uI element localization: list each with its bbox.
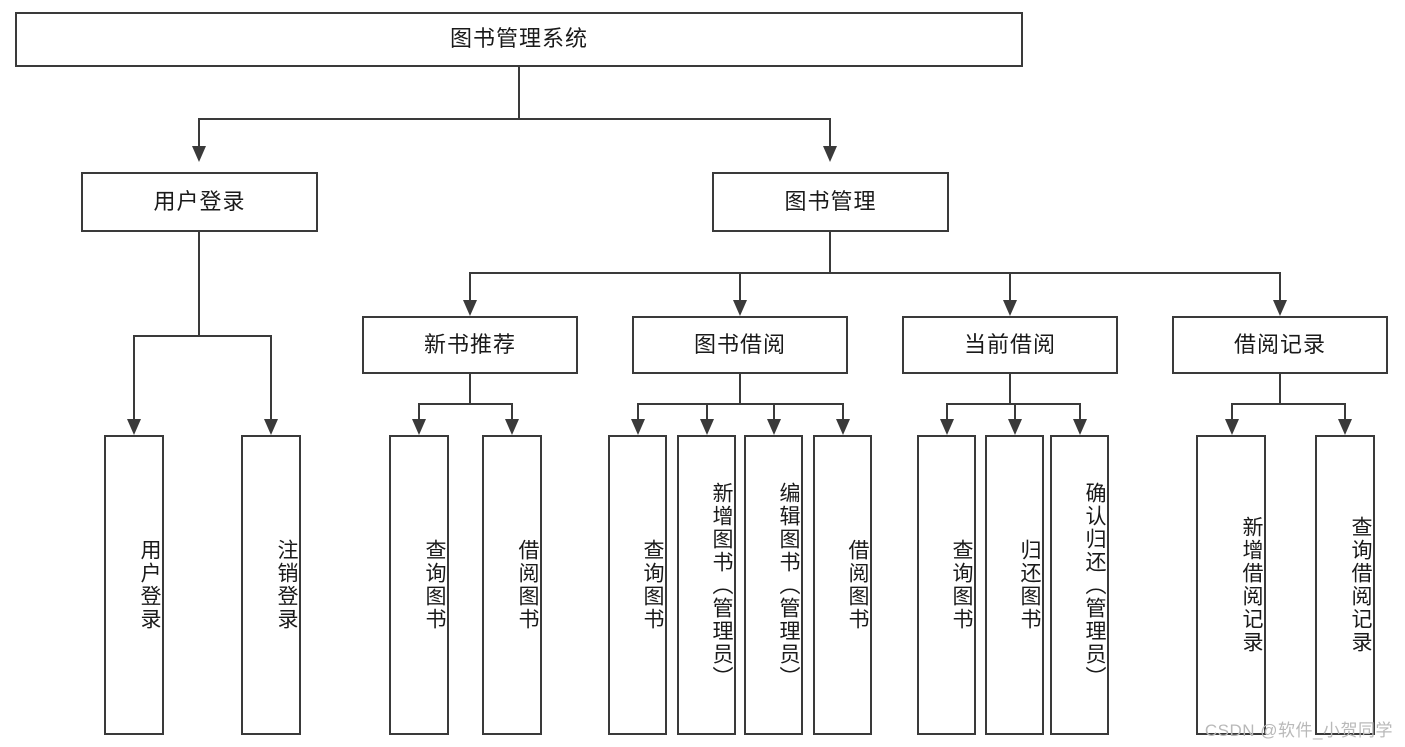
arrow-record-2 xyxy=(1338,419,1352,435)
node-book-borrow[interactable]: 图书借阅 xyxy=(632,316,848,374)
edge-level3-drop-3 xyxy=(1009,272,1011,300)
edge-newbook-bus xyxy=(418,403,512,405)
edge-level2-drop-1 xyxy=(198,118,200,146)
edge-record-stem xyxy=(1279,374,1281,403)
leaf-borrow-query-label: 查询图书 xyxy=(641,539,664,631)
node-user-login-label: 用户登录 xyxy=(153,188,246,214)
leaf-record-add[interactable]: 新增借阅记录 xyxy=(1196,435,1266,735)
leaf-borrow-add[interactable]: 新增图书（管理员） xyxy=(677,435,736,735)
node-book-borrow-label: 图书借阅 xyxy=(693,331,786,357)
leaf-borrow-lend[interactable]: 借阅图书 xyxy=(813,435,872,735)
node-borrow-record-label: 借阅记录 xyxy=(1233,331,1326,357)
arrow-current-3 xyxy=(1073,419,1087,435)
edge-borrow-bus xyxy=(637,403,844,405)
edge-level3-drop-1 xyxy=(469,272,471,300)
leaf-record-add-label: 新增借阅记录 xyxy=(1240,516,1263,654)
edge-record-drop-1 xyxy=(1231,403,1233,419)
leaf-borrow-lend-label: 借阅图书 xyxy=(846,539,869,631)
edge-level2-bus xyxy=(198,118,830,120)
leaf-user-login-logout-label: 注销登录 xyxy=(275,539,298,631)
arrow-level2-2 xyxy=(823,146,837,162)
edge-record-drop-2 xyxy=(1344,403,1346,419)
edge-current-stem xyxy=(1009,374,1011,403)
arrow-current-2 xyxy=(1008,419,1022,435)
edge-level3-drop-4 xyxy=(1279,272,1281,300)
edge-borrow-drop-4 xyxy=(842,403,844,419)
leaf-current-return[interactable]: 归还图书 xyxy=(985,435,1044,735)
edge-borrow-stem xyxy=(739,374,741,403)
leaf-current-query[interactable]: 查询图书 xyxy=(917,435,976,735)
edge-newbook-drop-2 xyxy=(511,403,513,419)
edge-level3-drop-2 xyxy=(739,272,741,300)
leaf-borrow-add-label: 新增图书（管理员） xyxy=(710,481,733,689)
leaf-user-login-logout[interactable]: 注销登录 xyxy=(241,435,301,735)
node-book-management[interactable]: 图书管理 xyxy=(712,172,949,232)
leaf-record-query[interactable]: 查询借阅记录 xyxy=(1315,435,1375,735)
arrow-record-1 xyxy=(1225,419,1239,435)
edge-level2-drop-2 xyxy=(829,118,831,146)
node-book-management-label: 图书管理 xyxy=(784,188,877,214)
edge-level3-bus xyxy=(469,272,1280,274)
leaf-user-login-login[interactable]: 用户登录 xyxy=(104,435,164,735)
watermark: CSDN @软件_小贺同学 xyxy=(1204,721,1393,740)
edge-current-drop-3 xyxy=(1079,403,1081,419)
leaf-borrow-edit-label: 编辑图书（管理员） xyxy=(777,481,800,689)
edge-user-login-drop-1 xyxy=(133,335,135,419)
arrow-level3-2 xyxy=(733,300,747,316)
leaf-current-query-label: 查询图书 xyxy=(950,539,973,631)
arrow-level3-3 xyxy=(1003,300,1017,316)
arrow-level3-1 xyxy=(463,300,477,316)
edge-user-login-drop-2 xyxy=(270,335,272,419)
arrow-newbook-2 xyxy=(505,419,519,435)
node-user-login[interactable]: 用户登录 xyxy=(81,172,318,232)
arrow-current-1 xyxy=(940,419,954,435)
arrow-level3-4 xyxy=(1273,300,1287,316)
arrow-newbook-1 xyxy=(412,419,426,435)
edge-newbook-stem xyxy=(469,374,471,403)
leaf-borrow-query[interactable]: 查询图书 xyxy=(608,435,667,735)
node-borrow-record[interactable]: 借阅记录 xyxy=(1172,316,1388,374)
arrow-user-login-2 xyxy=(264,419,278,435)
edge-borrow-drop-1 xyxy=(637,403,639,419)
edge-borrow-drop-2 xyxy=(706,403,708,419)
leaf-current-confirm-return[interactable]: 确认归还（管理员） xyxy=(1050,435,1109,735)
edge-user-login-stem xyxy=(198,232,200,335)
node-current-borrow[interactable]: 当前借阅 xyxy=(902,316,1118,374)
arrow-user-login-1 xyxy=(127,419,141,435)
edge-root-stem xyxy=(518,67,520,118)
edge-record-bus xyxy=(1231,403,1345,405)
leaf-record-query-label: 查询借阅记录 xyxy=(1349,516,1372,654)
edge-current-drop-2 xyxy=(1014,403,1016,419)
arrow-borrow-3 xyxy=(767,419,781,435)
node-root[interactable]: 图书管理系统 xyxy=(15,12,1023,67)
leaf-newbook-query-label: 查询图书 xyxy=(423,539,446,631)
arrow-borrow-4 xyxy=(836,419,850,435)
edge-book-mgmt-stem xyxy=(829,232,831,272)
leaf-newbook-borrow[interactable]: 借阅图书 xyxy=(482,435,542,735)
leaf-user-login-login-label: 用户登录 xyxy=(138,539,161,631)
leaf-newbook-query[interactable]: 查询图书 xyxy=(389,435,449,735)
arrow-borrow-1 xyxy=(631,419,645,435)
edge-user-login-bus xyxy=(133,335,271,337)
edge-borrow-drop-3 xyxy=(773,403,775,419)
leaf-newbook-borrow-label: 借阅图书 xyxy=(516,539,539,631)
node-root-label: 图书管理系统 xyxy=(449,26,588,52)
edge-current-drop-1 xyxy=(946,403,948,419)
arrow-borrow-2 xyxy=(700,419,714,435)
leaf-borrow-edit[interactable]: 编辑图书（管理员） xyxy=(744,435,803,735)
edge-current-bus xyxy=(946,403,1080,405)
leaf-current-confirm-return-label: 确认归还（管理员） xyxy=(1083,481,1106,689)
node-current-borrow-label: 当前借阅 xyxy=(963,331,1056,357)
edge-newbook-drop-1 xyxy=(418,403,420,419)
arrow-level2-1 xyxy=(192,146,206,162)
leaf-current-return-label: 归还图书 xyxy=(1018,539,1041,631)
node-new-book-recommend-label: 新书推荐 xyxy=(423,331,516,357)
node-new-book-recommend[interactable]: 新书推荐 xyxy=(362,316,578,374)
